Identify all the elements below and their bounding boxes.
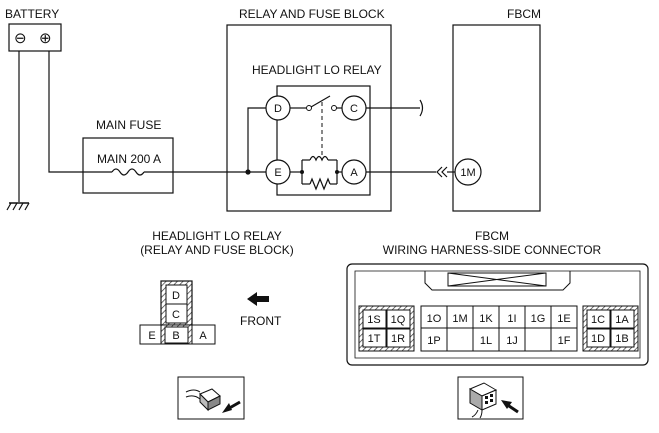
fbcm-pin: 1O: [427, 313, 442, 325]
fbcm-pin: 1M: [452, 313, 467, 325]
connector-latch: [447, 272, 547, 287]
battery-body: [8, 23, 62, 52]
fbcm-middle-bottom-pins: 1P 1L 1J 1F: [427, 328, 571, 351]
fbcm-pin: 1K: [479, 313, 493, 325]
svg-text:D: D: [274, 103, 282, 115]
fbcm-pin: 1F: [558, 335, 571, 347]
fbcm-pin: 1T: [368, 333, 381, 345]
terminal-c: C: [341, 95, 367, 121]
fbcm-pin: 1E: [557, 313, 570, 325]
relay-plug-illustration-icon: [177, 376, 245, 420]
fbcm-connector-subtitle: WIRING HARNESS-SIDE CONNECTOR: [383, 243, 602, 257]
fbcm-terminal-1m: [454, 158, 482, 186]
terminal-a: A: [341, 159, 367, 185]
battery: BATTERY ⊖ ⊕: [5, 7, 83, 211]
fbcm-pin: 1R: [391, 333, 405, 345]
wire-to-terminal-d: [247, 107, 266, 172]
fbcm-pin: 1I: [507, 313, 516, 325]
fbcm-pin: 1C: [591, 314, 605, 326]
fbcm-pin: 1L: [480, 335, 492, 347]
fbcm-pin: 1G: [531, 313, 546, 325]
fbcm-right-pins: 1C 1A 1D 1B: [586, 309, 635, 348]
headlight-relay-box: [276, 85, 371, 196]
relay-fuse-block: RELAY AND FUSE BLOCK HEADLIGHT LO RELAY …: [226, 7, 456, 212]
fbcm-connector-view: FBCM WIRING HARNESS-SIDE CONNECTOR 1S 1Q…: [346, 229, 649, 420]
relay-pin-b: B: [172, 330, 179, 342]
relay-pin-e: E: [148, 330, 155, 342]
relay-fuse-block-label: RELAY AND FUSE BLOCK: [239, 7, 385, 21]
relay-switch-icon: [290, 95, 342, 158]
fbcm-pin: 1P: [427, 335, 440, 347]
relay-pin-a: A: [199, 330, 207, 342]
relay-pin-d: D: [172, 290, 180, 302]
ground-icon: [6, 202, 30, 211]
svg-text:A: A: [350, 167, 358, 179]
relay-coil-icon: [290, 155, 342, 191]
main-fuse-box: [82, 137, 174, 194]
wire-break-icon: [419, 99, 424, 117]
front-label: FRONT: [240, 314, 282, 328]
main-fuse: MAIN FUSE MAIN 200 A: [82, 118, 174, 194]
fbcm-pin: 1Q: [391, 314, 406, 326]
fbcm-pin: 1S: [367, 314, 380, 326]
fbcm: FBCM 1M: [452, 7, 541, 212]
front-arrow-icon: [247, 292, 269, 306]
relay-connector-title: HEADLIGHT LO RELAY: [152, 229, 282, 243]
relay-connector-subtitle: (RELAY AND FUSE BLOCK): [140, 243, 294, 257]
connector-chevron-icon: [436, 166, 448, 178]
headlight-relay-label: HEADLIGHT LO RELAY: [252, 63, 382, 77]
fbcm-middle-top-pins: 1O 1M 1K 1I 1G 1E: [427, 306, 571, 328]
fbcm-pin: 1A: [615, 314, 629, 326]
battery-positive-wire: [48, 51, 83, 173]
fbcm-connector-title: FBCM: [475, 229, 509, 243]
fbcm-plug-illustration-icon: [457, 376, 524, 420]
fuse-icon: [111, 168, 145, 176]
fbcm-pin: 1B: [615, 333, 628, 345]
fbcm-box: [452, 24, 541, 212]
terminal-e: E: [265, 159, 291, 185]
main-fuse-rating: MAIN 200 A: [97, 152, 161, 166]
fbcm-pin: 1J: [506, 335, 518, 347]
battery-label: BATTERY: [5, 7, 59, 21]
relay-connector-view: HEADLIGHT LO RELAY (RELAY AND FUSE BLOCK…: [139, 229, 294, 420]
svg-text:C: C: [350, 103, 358, 115]
relay-fuse-block-box: [226, 24, 392, 212]
fbcm-label: FBCM: [507, 7, 541, 21]
svg-text:E: E: [274, 167, 281, 179]
fbcm-terminal-1m-label: 1M: [460, 167, 475, 179]
relay-pin-c: C: [172, 309, 180, 321]
fbcm-left-pins: 1S 1Q 1T 1R: [362, 309, 411, 348]
terminal-d: D: [265, 95, 291, 121]
main-fuse-label: MAIN FUSE: [96, 118, 161, 132]
battery-positive-icon: ⊕: [39, 30, 52, 47]
battery-negative-icon: ⊖: [14, 30, 27, 47]
fbcm-pin: 1D: [591, 333, 605, 345]
